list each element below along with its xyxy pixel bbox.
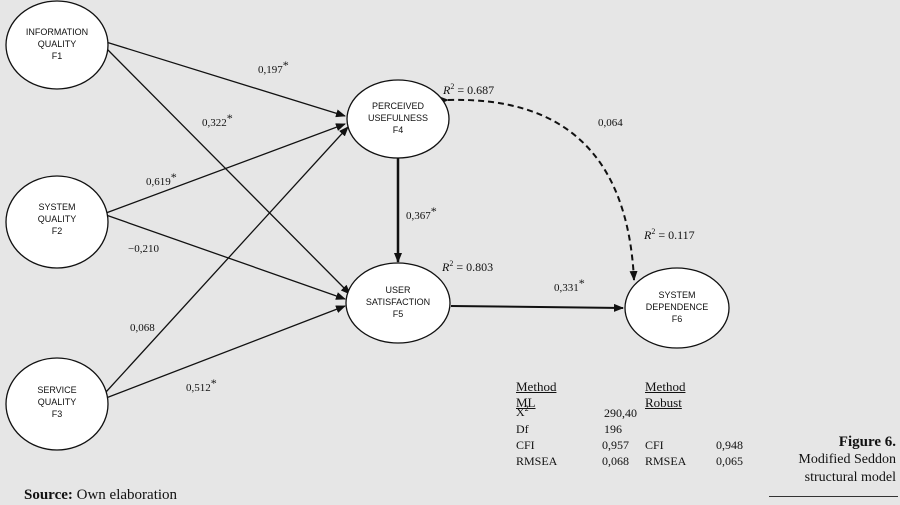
- coef-f4-f6: 0,064: [598, 117, 623, 129]
- coef-f1-f5: 0,322*: [202, 111, 233, 129]
- path-f3-f4: [105, 126, 349, 393]
- node-f6-line1: SYSTEM: [658, 290, 695, 300]
- node-f6: SYSTEM DEPENDENCE F6: [624, 267, 730, 349]
- r2-f5: R2 = 0.803: [441, 259, 493, 274]
- robust-row-value: 0,948: [716, 438, 743, 452]
- node-f2-line2: QUALITY: [38, 214, 77, 224]
- node-f5-line3: F5: [393, 309, 404, 319]
- path-f2-f4: [105, 123, 346, 214]
- node-f4-line1: PERCEIVED: [372, 101, 425, 111]
- coef-f2-f4: 0,619*: [146, 170, 177, 188]
- caption-line-2: structural model: [804, 470, 896, 485]
- r2-f4: R2 = 0.687: [442, 82, 494, 97]
- caption-rule: [769, 496, 898, 497]
- node-f2-line3: F2: [52, 226, 63, 236]
- figure-caption: Figure 6. Modified Seddon structural mod…: [746, 433, 896, 487]
- path-f2-f5: [105, 214, 346, 300]
- ml-row-value: 196: [604, 422, 622, 436]
- path-f1-f4: [105, 41, 346, 118]
- robust-row-label: RMSEA: [645, 454, 687, 468]
- ml-row-label: RMSEA: [516, 454, 558, 468]
- r2-f6: R2 = 0.117: [643, 227, 695, 242]
- ml-row-label: Df: [516, 422, 529, 436]
- path-f4-f6: [438, 96, 638, 281]
- source-note: Source: Own elaboration: [24, 487, 177, 504]
- coef-f5-f6: 0,331*: [554, 276, 585, 294]
- ml-row-value: 0,068: [602, 454, 629, 468]
- node-f2: SYSTEM QUALITY F2: [5, 175, 109, 269]
- ml-row-label: X2: [516, 404, 529, 419]
- ml-row-label: CFI: [516, 438, 535, 452]
- path-f1-f5: [105, 47, 351, 295]
- path-f3-f5: [105, 305, 346, 399]
- node-f1-line1: INFORMATION: [26, 27, 88, 37]
- figure-number: Figure 6.: [838, 434, 896, 450]
- node-f5-line2: SATISFACTION: [366, 297, 430, 307]
- source-text: Own elaboration: [72, 487, 178, 503]
- coef-f4-f5: 0,367*: [406, 204, 437, 222]
- node-f4: PERCEIVED USEFULNESS F4: [346, 79, 450, 159]
- node-f1: INFORMATION QUALITY F1: [5, 0, 109, 90]
- node-f5: USER SATISFACTION F5: [345, 262, 451, 344]
- node-f6-line2: DEPENDENCE: [646, 302, 709, 312]
- robust-row-value: 0,065: [716, 454, 743, 468]
- coef-f1-f4: 0,197*: [258, 58, 289, 76]
- caption-line-1: Modified Seddon: [798, 452, 896, 467]
- node-f3: SERVICE QUALITY F3: [5, 357, 109, 451]
- node-f4-line2: USEFULNESS: [368, 113, 428, 123]
- robust-row-label: CFI: [645, 438, 664, 452]
- node-f3-line1: SERVICE: [37, 385, 76, 395]
- node-f1-line3: F1: [52, 51, 63, 61]
- node-f5-line1: USER: [385, 285, 411, 295]
- node-f3-line2: QUALITY: [38, 397, 77, 407]
- path-f5-f6: [450, 303, 624, 312]
- coef-f3-f4: 0,068: [130, 322, 155, 334]
- robust-header: Method Robust: [645, 379, 686, 410]
- ml-row-value: 290,40: [604, 406, 637, 420]
- node-f6-line3: F6: [672, 314, 683, 324]
- ml-row-value: 0,957: [602, 438, 629, 452]
- coef-f2-f5: −0,210: [128, 243, 159, 255]
- source-label: Source:: [24, 487, 73, 503]
- coef-f3-f5: 0,512*: [186, 376, 217, 394]
- node-f4-line3: F4: [393, 125, 404, 135]
- node-f1-line2: QUALITY: [38, 39, 77, 49]
- ml-header: Method ML: [516, 379, 557, 410]
- node-f3-line3: F3: [52, 409, 63, 419]
- node-f2-line1: SYSTEM: [38, 202, 75, 212]
